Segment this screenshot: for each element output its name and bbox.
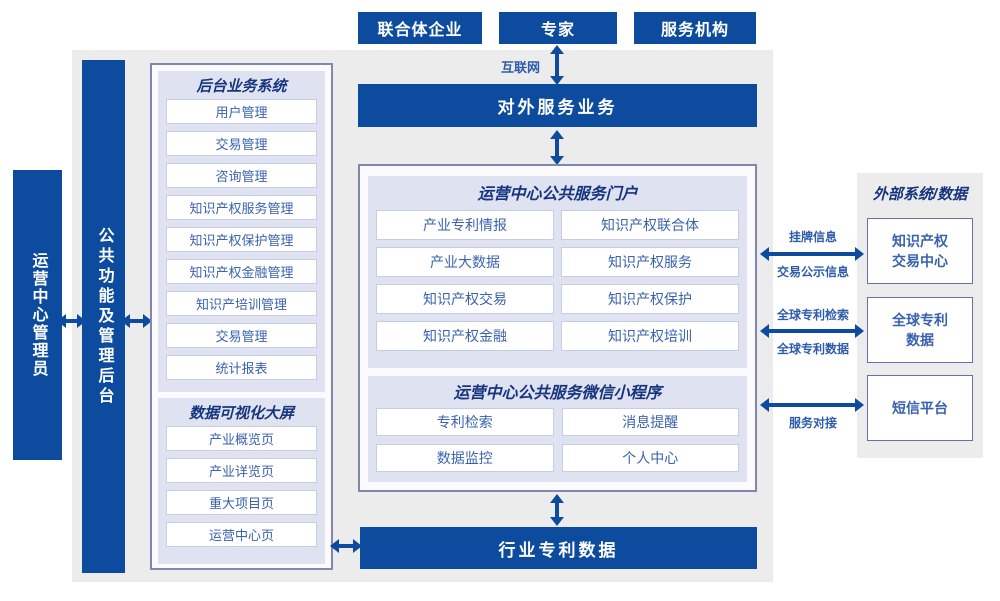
portal-item: 知识产权保护 [561, 284, 739, 314]
center-container: 运营中心公共服务门户 产业专利情报 知识产权联合体 产业大数据 知识产权服务 知… [358, 164, 757, 492]
external-systems-title: 外部系统/数据 [872, 186, 968, 203]
miniprogram-item: 数据监控 [376, 444, 554, 472]
double-arrow-internet [549, 45, 565, 85]
miniprogram-item: 消息提醒 [561, 408, 739, 436]
conn1-top-label: 挂牌信息 [788, 230, 837, 244]
backend-item: 知识产权保护管理 [166, 227, 317, 252]
backend-system-title: 后台业务系统 [196, 78, 287, 95]
conn1-bottom-label: 交易公示信息 [776, 265, 849, 279]
portal-item: 产业专利情报 [376, 210, 554, 240]
backend-item: 知识产培训管理 [166, 291, 317, 316]
double-arrow-dashboard-patent-data [330, 538, 362, 554]
dashboard-panel: 数据可视化大屏 产业概览页 产业详览页 重大项目页 运营中心页 [158, 398, 325, 564]
dashboard-title: 数据可视化大屏 [188, 405, 294, 422]
backend-item: 交易管理 [166, 323, 317, 348]
double-arrow-backend-panel [121, 313, 152, 329]
double-arrow-service-portal [549, 130, 565, 165]
double-arrow-global-patent [760, 323, 864, 339]
portal-item: 知识产权交易 [376, 284, 554, 314]
miniprogram-panel: 运营中心公共服务微信小程序 专利检索 消息提醒 数据监控 个人中心 [368, 376, 747, 482]
external-system-ip-exchange: 知识产权 交易中心 [867, 218, 973, 284]
external-systems-panel: 外部系统/数据 知识产权 交易中心 全球专利 数据 短信平台 [857, 173, 983, 458]
dashboard-item: 重大项目页 [166, 490, 317, 515]
miniprogram-panel-title: 运营中心公共服务微信小程序 [453, 385, 662, 402]
internet-label: 互联网 [500, 60, 540, 75]
backend-item: 用户管理 [166, 99, 317, 124]
double-arrow-admin-backend [57, 313, 86, 329]
portal-item: 知识产权服务 [561, 247, 739, 277]
miniprogram-item: 专利检索 [376, 408, 554, 436]
external-service-bar: 对外服务业务 [358, 84, 757, 127]
conn3-bottom-label: 服务对接 [788, 416, 837, 430]
portal-item: 产业大数据 [376, 247, 554, 277]
dashboard-item: 运营中心页 [166, 522, 317, 547]
operation-center-admin-bar: 运营中心管理员 [13, 170, 62, 460]
external-system-sms: 短信平台 [867, 375, 973, 441]
actor-box-service-orgs: 服务机构 [634, 12, 756, 44]
actor-box-experts: 专家 [499, 12, 617, 44]
backend-item: 知识产权金融管理 [166, 259, 317, 284]
backend-item: 交易管理 [166, 131, 317, 156]
backend-item: 咨询管理 [166, 163, 317, 188]
portal-panel-title: 运营中心公共服务门户 [477, 186, 638, 203]
public-function-admin-backend-bar: 公共功能及管理后台 [82, 60, 125, 573]
dashboard-item: 产业详览页 [166, 458, 317, 483]
backend-system-panel: 后台业务系统 用户管理 交易管理 咨询管理 知识产权服务管理 知识产权保护管理 … [158, 71, 325, 392]
portal-panel: 运营中心公共服务门户 产业专利情报 知识产权联合体 产业大数据 知识产权服务 知… [368, 176, 747, 368]
portal-item: 知识产权培训 [561, 321, 739, 351]
left-container: 后台业务系统 用户管理 交易管理 咨询管理 知识产权服务管理 知识产权保护管理 … [150, 63, 333, 570]
dashboard-item: 产业概览页 [166, 426, 317, 451]
conn2-top-label: 全球专利检索 [776, 308, 849, 322]
external-system-global-patent: 全球专利 数据 [867, 297, 973, 363]
double-arrow-ip-exchange [760, 246, 864, 262]
backend-item: 统计报表 [166, 355, 317, 380]
miniprogram-item: 个人中心 [561, 444, 739, 472]
industry-patent-data-bar: 行业专利数据 [360, 527, 757, 569]
conn2-bottom-label: 全球专利数据 [776, 342, 849, 356]
portal-item: 知识产权金融 [376, 321, 554, 351]
portal-item: 知识产权联合体 [561, 210, 739, 240]
double-arrow-sms-service [760, 397, 864, 413]
double-arrow-portal-patent-data [549, 494, 565, 526]
backend-item: 知识产权服务管理 [166, 195, 317, 220]
actor-box-consortium: 联合体企业 [358, 12, 482, 44]
